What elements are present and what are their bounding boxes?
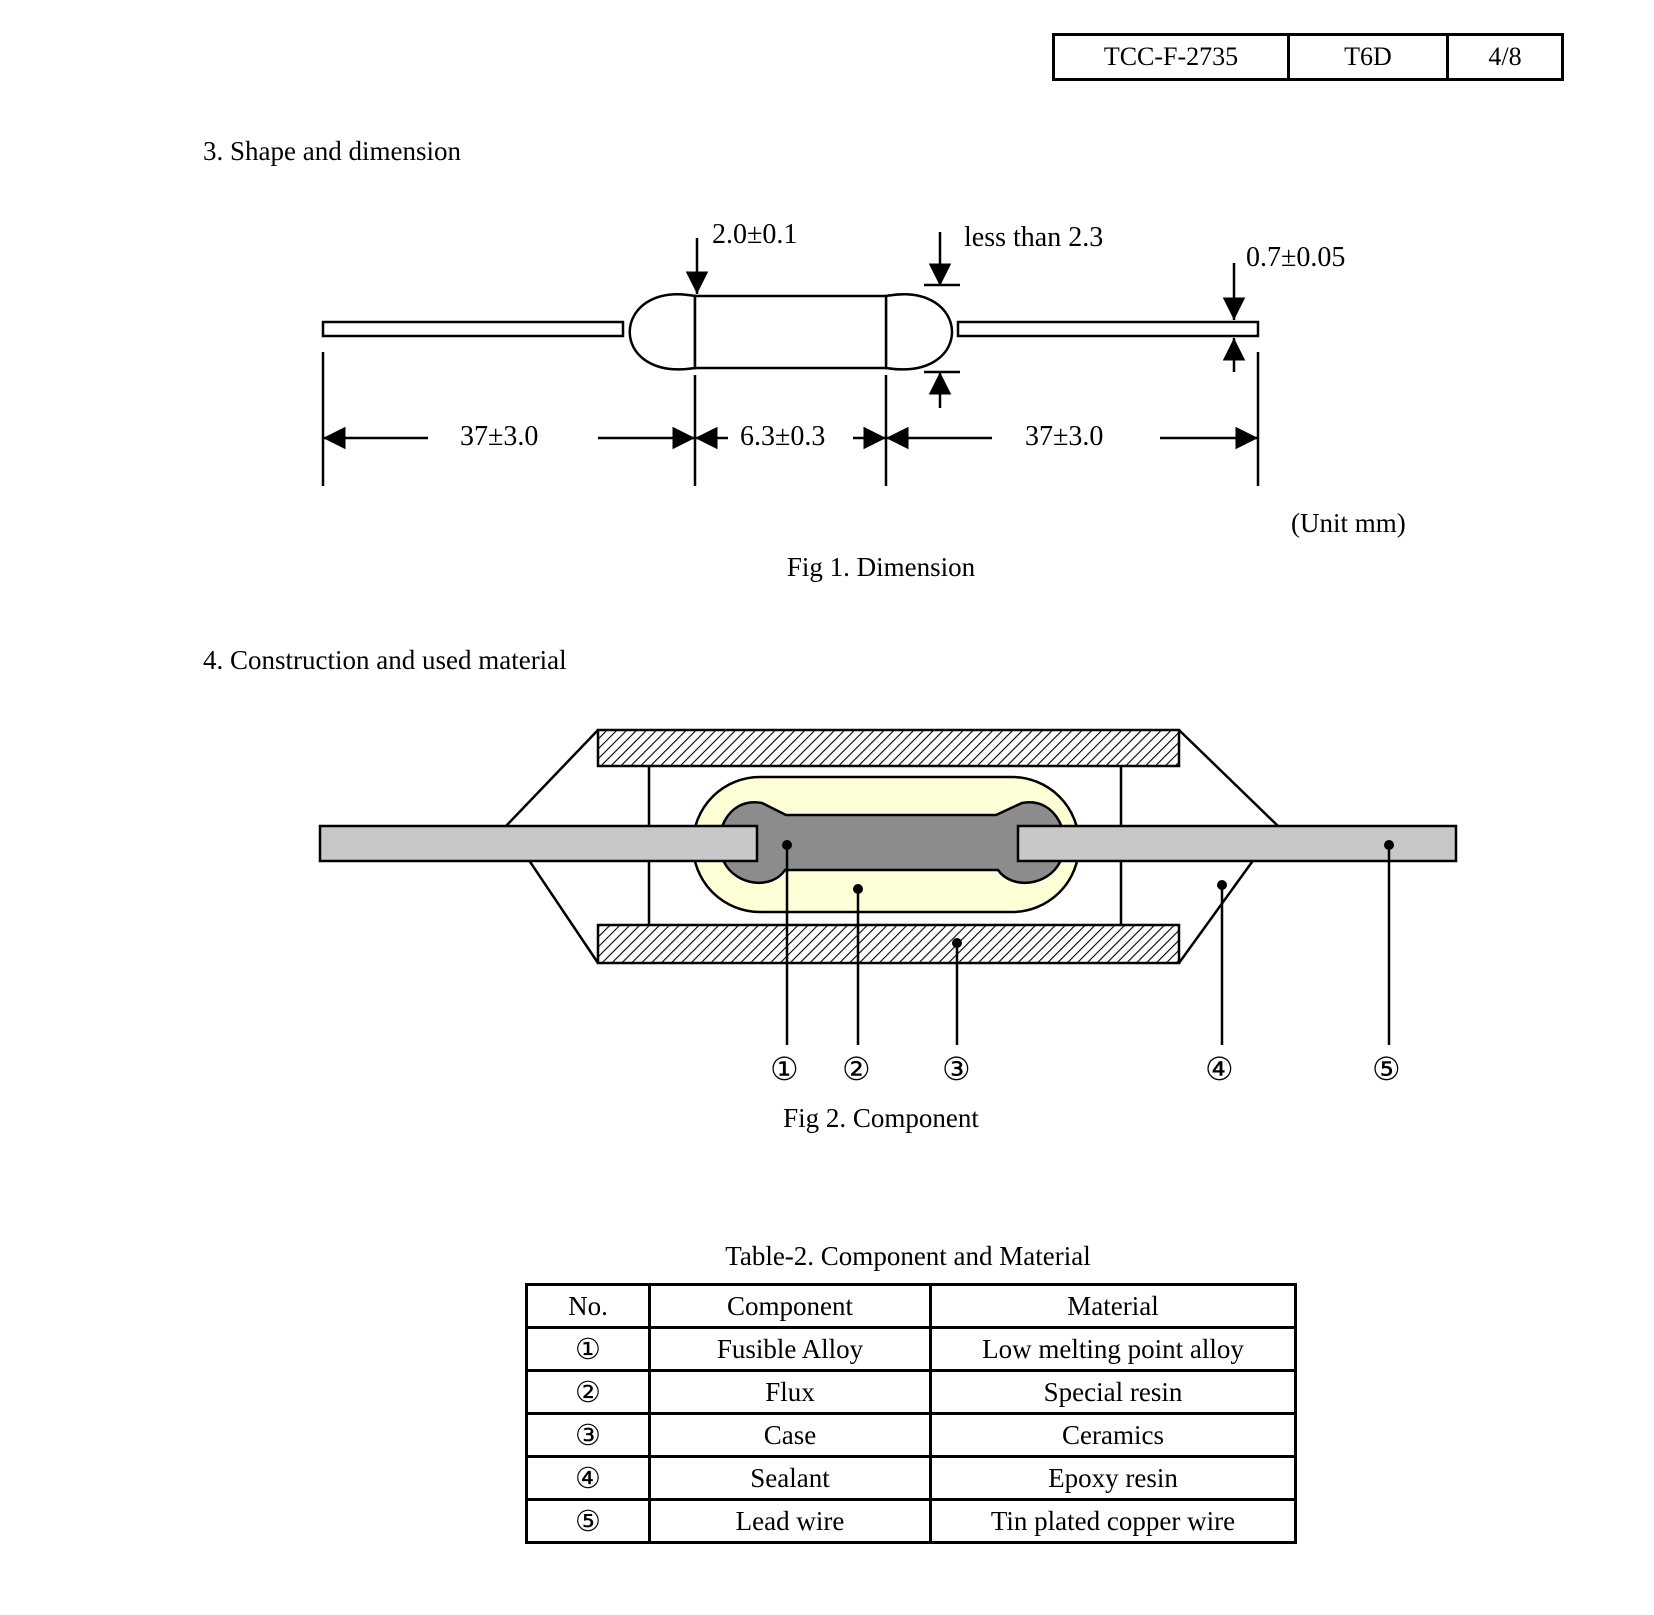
row-material: Epoxy resin bbox=[929, 1455, 1297, 1501]
marker-1: ① bbox=[770, 1050, 799, 1088]
table-title: Table-2. Component and Material bbox=[725, 1241, 1091, 1271]
row-number: ② bbox=[525, 1369, 651, 1415]
header-component: Component bbox=[648, 1283, 932, 1329]
table-header-row: No. Component Material bbox=[525, 1283, 1297, 1329]
dim-left-lead-length: 37±3.0 bbox=[460, 421, 539, 452]
left-cap bbox=[628, 293, 697, 371]
marker-2: ② bbox=[842, 1050, 871, 1088]
section-3-title: 3. Shape and dimension bbox=[203, 136, 461, 166]
row-component: Fusible Alloy bbox=[648, 1326, 932, 1372]
row-number: ⑤ bbox=[525, 1498, 651, 1544]
lead-wire-right bbox=[1016, 824, 1458, 863]
doc-number: TCC-F-2735 bbox=[1052, 33, 1290, 81]
row-component: Flux bbox=[648, 1369, 932, 1415]
row-number: ③ bbox=[525, 1412, 651, 1458]
fig1-caption: Fig 1. Dimension bbox=[786, 552, 976, 582]
model-code: T6D bbox=[1287, 33, 1449, 81]
section-4-title: 4. Construction and used material bbox=[203, 645, 567, 675]
lead-wire-left bbox=[318, 824, 759, 863]
marker-4: ④ bbox=[1205, 1050, 1234, 1088]
header-no: No. bbox=[525, 1283, 651, 1329]
right-lead bbox=[956, 320, 1260, 338]
marker-5: ⑤ bbox=[1372, 1050, 1401, 1088]
dim-body-diameter: 2.0±0.1 bbox=[712, 219, 798, 250]
document-header-table: TCC-F-2735 T6D 4/8 bbox=[1052, 33, 1564, 81]
row-number: ④ bbox=[525, 1455, 651, 1501]
row-material: Special resin bbox=[929, 1369, 1297, 1415]
dim-right-lead-length: 37±3.0 bbox=[1025, 421, 1104, 452]
case-top bbox=[596, 728, 1181, 768]
unit-note: (Unit mm) bbox=[1291, 508, 1406, 538]
leader-dots bbox=[782, 840, 1394, 948]
page-number: 4/8 bbox=[1446, 33, 1564, 81]
dim-lead-diameter: 0.7±0.05 bbox=[1246, 242, 1346, 273]
table-row: ③ Case Ceramics bbox=[525, 1412, 1297, 1458]
row-component: Sealant bbox=[648, 1455, 932, 1501]
body bbox=[693, 294, 888, 370]
table-row: ① Fusible Alloy Low melting point alloy bbox=[525, 1326, 1297, 1372]
dim-body-length: 6.3±0.3 bbox=[740, 421, 826, 452]
left-lead bbox=[321, 320, 625, 338]
table-row: ⑤ Lead wire Tin plated copper wire bbox=[525, 1498, 1297, 1544]
table-row: ② Flux Special resin bbox=[525, 1369, 1297, 1415]
fig2-caption: Fig 2. Component bbox=[783, 1103, 979, 1133]
row-component: Lead wire bbox=[648, 1498, 932, 1544]
component-material-table: No. Component Material ① Fusible Alloy L… bbox=[525, 1283, 1297, 1544]
table-row: ④ Sealant Epoxy resin bbox=[525, 1455, 1297, 1501]
row-number: ① bbox=[525, 1326, 651, 1372]
case-bottom bbox=[596, 923, 1181, 965]
vertical-pointer-arrows bbox=[685, 232, 1246, 408]
row-material: Ceramics bbox=[929, 1412, 1297, 1458]
right-cap bbox=[884, 293, 954, 371]
fusible-alloy bbox=[718, 801, 1066, 884]
row-material: Low melting point alloy bbox=[929, 1326, 1297, 1372]
marker-3: ③ bbox=[942, 1050, 971, 1088]
dim-cap-diameter: less than 2.3 bbox=[964, 222, 1104, 253]
header-material: Material bbox=[929, 1283, 1297, 1329]
row-component: Case bbox=[648, 1412, 932, 1458]
leader-lines bbox=[785, 845, 1391, 1045]
row-material: Tin plated copper wire bbox=[929, 1498, 1297, 1544]
fuse-outline bbox=[321, 293, 1260, 371]
